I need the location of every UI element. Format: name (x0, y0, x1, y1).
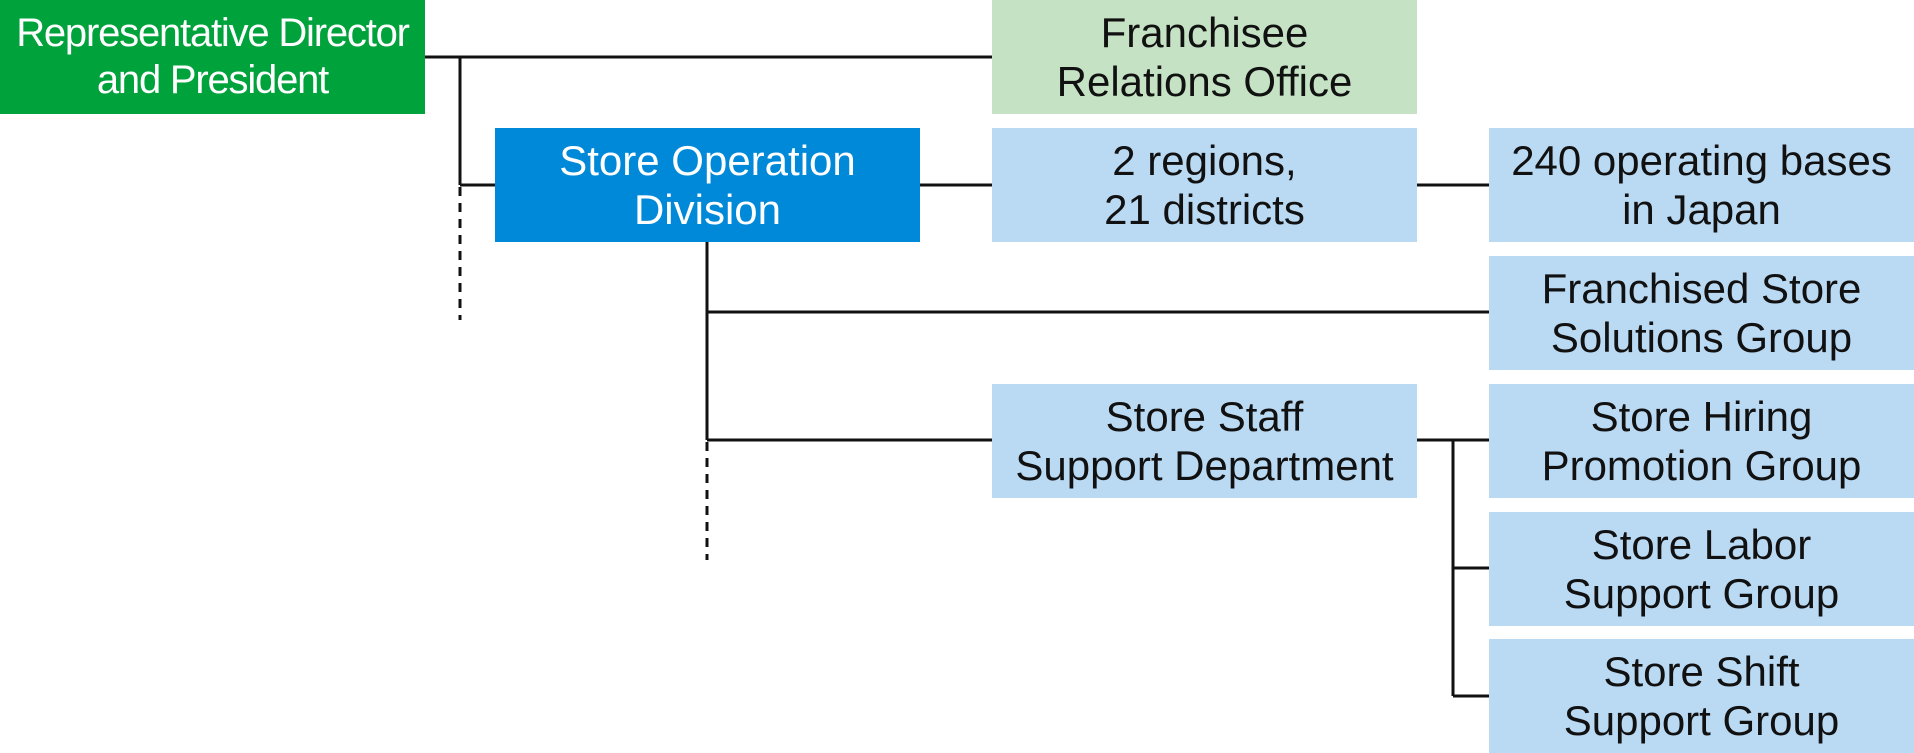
node-store-operation-division: Store Operation Division (495, 128, 920, 242)
node-store-operation-division-line1: Store Operation (559, 136, 856, 184)
node-representative-director: Representative Director and President (0, 0, 425, 114)
node-operating-bases-line2: in Japan (1622, 186, 1781, 233)
node-regions-districts-line2: 21 districts (1104, 186, 1305, 233)
connector-lines (425, 55, 1489, 698)
node-store-staff-support-department-line1: Store Staff (1105, 392, 1304, 440)
node-operating-bases-line1: 240 operating bases (1511, 136, 1892, 184)
node-store-staff-support-department: Store Staff Support Department (992, 384, 1417, 498)
node-operating-bases: 240 operating bases in Japan (1489, 128, 1914, 242)
node-store-hiring-promotion-group-line1: Store Hiring (1590, 392, 1813, 440)
node-franchisee-relations-office-line2: Relations Office (1056, 58, 1353, 105)
node-store-staff-support-department-line2: Support Department (1015, 442, 1394, 489)
node-store-shift-support-group-line2: Support Group (1563, 697, 1840, 744)
node-regions-districts-line1: 2 regions, (1112, 136, 1297, 184)
node-store-hiring-promotion-group-line2: Promotion Group (1541, 442, 1862, 489)
node-store-operation-division-line2: Division (633, 186, 782, 233)
node-representative-director-line1: Representative Director (16, 11, 410, 56)
node-franchised-store-solutions-group: Franchised Store Solutions Group (1489, 256, 1914, 370)
node-store-labor-support-group-line1: Store Labor (1591, 520, 1812, 568)
node-franchised-store-solutions-group-line1: Franchised Store (1541, 264, 1862, 312)
node-representative-director-line2: and President (96, 58, 329, 102)
node-store-shift-support-group: Store Shift Support Group (1489, 639, 1914, 753)
node-store-labor-support-group-line2: Support Group (1563, 570, 1840, 617)
node-franchised-store-solutions-group-line2: Solutions Group (1550, 314, 1853, 361)
node-store-hiring-promotion-group: Store Hiring Promotion Group (1489, 384, 1914, 498)
node-store-shift-support-group-line1: Store Shift (1603, 647, 1800, 695)
node-store-labor-support-group: Store Labor Support Group (1489, 512, 1914, 626)
node-franchisee-relations-office: Franchisee Relations Office (992, 0, 1417, 114)
node-franchisee-relations-office-line1: Franchisee (1100, 8, 1309, 56)
node-regions-districts: 2 regions, 21 districts (992, 128, 1417, 242)
